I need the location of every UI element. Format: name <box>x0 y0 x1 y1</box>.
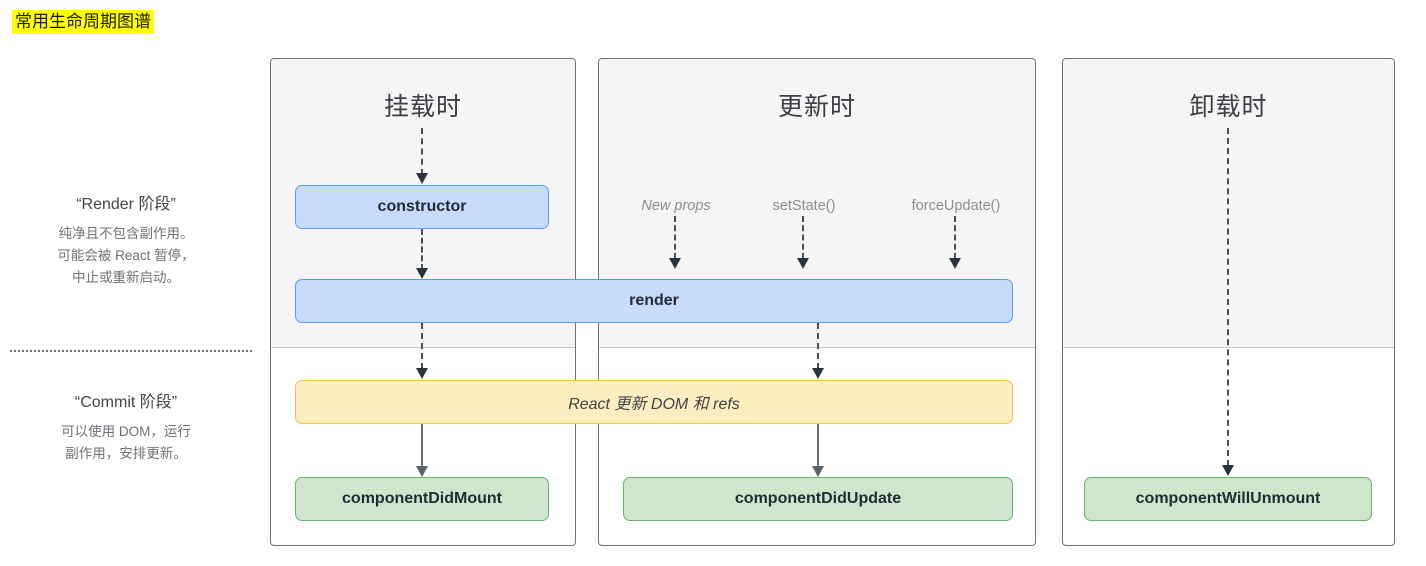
arrowhead-icon-newprops-to-render <box>669 258 681 269</box>
panel-updating-heading: 更新时 <box>777 93 856 121</box>
phase-divider-line <box>10 350 252 352</box>
legend-commit-desc-line-2: 副作用，安排更新。 <box>65 446 187 461</box>
node-render[interactable]: render <box>295 279 1013 323</box>
phase-legend: “Render 阶段” 纯净且不包含副作用。 可能会被 React 暂停， 中止… <box>0 58 252 548</box>
connector-mount-start-to-constructor <box>421 128 423 175</box>
arrowhead-icon-setstate-to-render <box>797 258 809 269</box>
node-react-updates-dom-and-refs[interactable]: React 更新 DOM 和 refs <box>295 380 1013 424</box>
connector-newprops-to-render <box>674 216 676 259</box>
legend-commit-desc-line-1: 可以使用 DOM，运行 <box>61 424 191 439</box>
connector-render-to-reactdom-update <box>817 323 819 369</box>
trigger-label-force-update: forceUpdate() <box>911 198 1001 214</box>
trigger-label-set-state: setState() <box>772 198 836 214</box>
node-constructor[interactable]: constructor <box>295 185 549 229</box>
connector-constructor-to-render <box>421 229 423 270</box>
arrowhead-icon-render-to-reactdom-update <box>812 368 824 379</box>
arrowhead-icon-to-componentwillunmount <box>1222 465 1234 476</box>
legend-commit-title: “Commit 阶段” <box>74 394 178 411</box>
legend-render-desc-line-3: 中止或重新启动。 <box>72 270 180 285</box>
node-component-will-unmount[interactable]: componentWillUnmount <box>1084 477 1372 521</box>
node-component-did-mount[interactable]: componentDidMount <box>295 477 549 521</box>
arrowhead-icon-to-componentdidmount <box>416 466 428 477</box>
arrowhead-icon-constructor-to-render <box>416 268 428 279</box>
connector-forceupdate-to-render <box>954 216 956 259</box>
connector-setstate-to-render <box>802 216 804 259</box>
panel-unmounting-heading: 卸载时 <box>1189 93 1268 121</box>
legend-commit-phase: “Commit 阶段” 可以使用 DOM，运行 副作用，安排更新。 <box>0 388 252 465</box>
trigger-label-new-props: New props <box>641 198 711 214</box>
node-component-did-update[interactable]: componentDidUpdate <box>623 477 1013 521</box>
legend-commit-description: 可以使用 DOM，运行 副作用，安排更新。 <box>0 421 252 465</box>
legend-render-phase: “Render 阶段” 纯净且不包含副作用。 可能会被 React 暂停， 中止… <box>0 190 252 289</box>
connector-unmount-to-componentwillunmount <box>1227 128 1229 466</box>
page-title: 常用生命周期图谱 <box>12 10 154 34</box>
legend-render-description: 纯净且不包含副作用。 可能会被 React 暂停， 中止或重新启动。 <box>0 223 252 289</box>
connector-reactdom-to-componentdidupdate <box>817 424 819 467</box>
connector-reactdom-to-componentdidmount <box>421 424 423 467</box>
arrowhead-icon-to-constructor <box>416 173 428 184</box>
panel-mounting-heading: 挂载时 <box>383 93 462 121</box>
arrowhead-icon-forceupdate-to-render <box>949 258 961 269</box>
legend-render-desc-line-2: 可能会被 React 暂停， <box>57 248 195 263</box>
legend-render-title: “Render 阶段” <box>76 196 176 213</box>
connector-render-to-reactdom-mount <box>421 323 423 369</box>
arrowhead-icon-render-to-reactdom-mount <box>416 368 428 379</box>
arrowhead-icon-to-componentdidupdate <box>812 466 824 477</box>
legend-render-desc-line-1: 纯净且不包含副作用。 <box>58 226 194 241</box>
